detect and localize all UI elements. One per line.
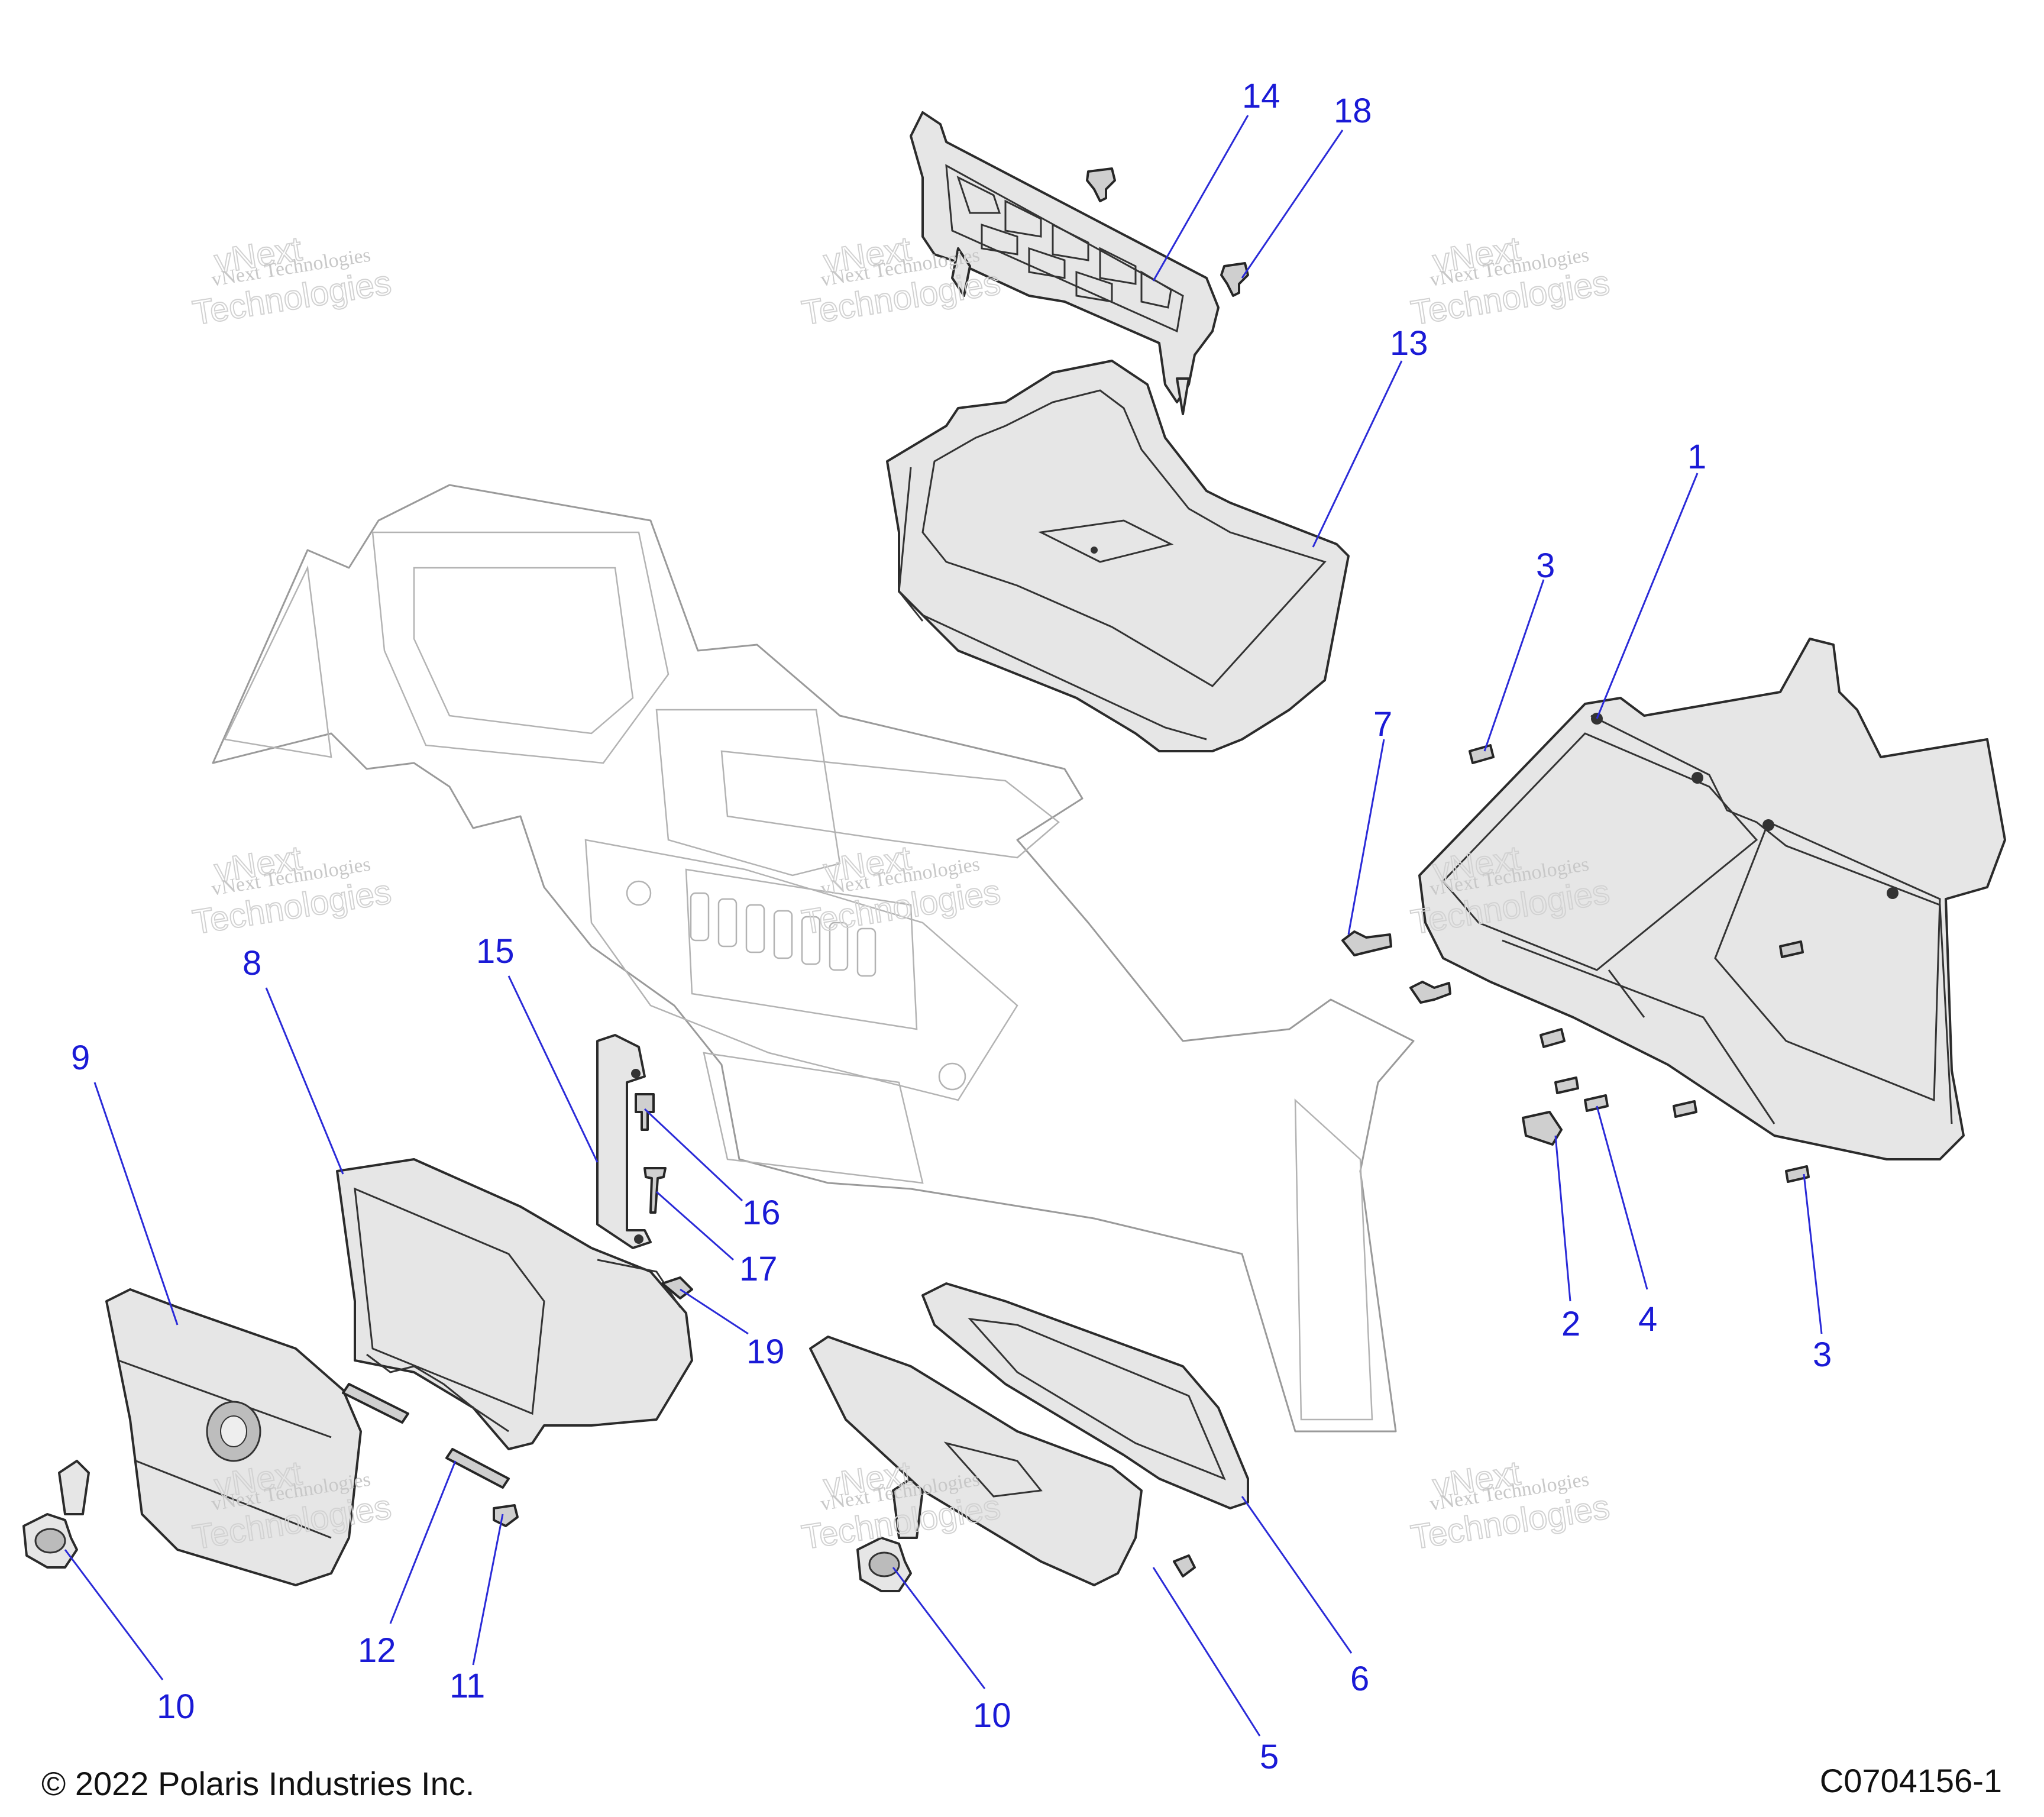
part-18-rivets xyxy=(1086,167,1249,297)
leader-15 xyxy=(507,975,599,1163)
part-10-latch-left xyxy=(22,1460,90,1569)
fasteners-right xyxy=(1341,744,1810,1183)
callout-19: 19 xyxy=(746,1333,785,1371)
callout-5: 5 xyxy=(1260,1738,1279,1776)
diagram-code: C0704156-1 xyxy=(1820,1762,2002,1799)
leader-5 xyxy=(1152,1567,1261,1737)
callout-14: 14 xyxy=(1242,77,1280,115)
callout-12: 12 xyxy=(358,1631,396,1670)
leader-14 xyxy=(1152,115,1249,282)
leader-19 xyxy=(680,1288,749,1335)
leader-16 xyxy=(643,1108,743,1202)
part-9-outer-door xyxy=(105,1288,362,1586)
dashboard-slots xyxy=(690,892,877,977)
watermark-6: vNext vNext Technologies Technologies xyxy=(1408,838,1613,942)
part-11-clip xyxy=(493,1504,519,1527)
part-15-bracket xyxy=(596,1034,652,1249)
leader-10a xyxy=(64,1549,164,1680)
watermark-1: vNext vNext Technologies Technologies xyxy=(189,229,394,333)
callout-labels: 14 18 13 1 3 7 2 4 3 8 9 15 16 17 19 12 … xyxy=(71,77,1832,1776)
callout-3-top: 3 xyxy=(1536,547,1555,585)
part-1-glovebox-housing xyxy=(1418,638,2006,1160)
callout-15: 15 xyxy=(476,932,515,971)
callout-10-center: 10 xyxy=(973,1696,1011,1735)
watermark-9: vNext vNext Technologies Technologies xyxy=(1408,1453,1613,1557)
net-mesh xyxy=(956,176,1172,309)
leader-11 xyxy=(472,1514,504,1666)
leader-8 xyxy=(265,987,344,1175)
leader-3a xyxy=(1483,579,1545,752)
leader-lines xyxy=(64,115,1823,1737)
callout-2: 2 xyxy=(1561,1305,1580,1343)
callout-9: 9 xyxy=(71,1039,90,1077)
part-16-screw xyxy=(635,1093,655,1131)
callout-1: 1 xyxy=(1687,438,1706,476)
leader-18 xyxy=(1241,130,1344,279)
callout-8: 8 xyxy=(242,944,261,982)
callout-16: 16 xyxy=(742,1194,781,1232)
dashboard-ghost xyxy=(212,484,1415,1433)
part-10-latch-center xyxy=(856,1477,924,1592)
leader-6 xyxy=(1241,1496,1353,1654)
leader-7 xyxy=(1347,739,1385,935)
callout-4: 4 xyxy=(1638,1300,1657,1338)
part-12-pin xyxy=(342,1383,510,1489)
callout-18: 18 xyxy=(1334,92,1372,130)
leader-17 xyxy=(656,1191,734,1261)
callout-17: 17 xyxy=(739,1250,778,1288)
part-14-net-panel xyxy=(910,111,1220,415)
callout-3-bottom: 3 xyxy=(1813,1336,1832,1374)
leader-4 xyxy=(1596,1105,1648,1290)
leader-13 xyxy=(1312,360,1403,548)
watermark-4: vNext vNext Technologies Technologies xyxy=(189,838,394,942)
callout-7: 7 xyxy=(1373,705,1392,743)
part-8-inner-door xyxy=(336,1158,693,1450)
leader-12 xyxy=(389,1460,457,1624)
leader-1 xyxy=(1596,473,1699,719)
callout-13: 13 xyxy=(1390,324,1428,363)
callout-10-left: 10 xyxy=(157,1687,195,1726)
callout-11: 11 xyxy=(449,1667,485,1705)
callout-6: 6 xyxy=(1350,1660,1369,1698)
part-13-storage-bin xyxy=(886,360,1350,752)
leader-10b xyxy=(892,1567,986,1689)
copyright-text: © 2022 Polaris Industries Inc. xyxy=(41,1765,474,1802)
part-5-door-panel xyxy=(809,1336,1196,1586)
leader-2 xyxy=(1554,1135,1571,1302)
leader-3b xyxy=(1803,1173,1823,1334)
leader-9 xyxy=(93,1082,179,1325)
part-17-screw xyxy=(643,1167,667,1214)
watermark-3: vNext vNext Technologies Technologies xyxy=(1408,229,1613,333)
part-6-trim-frame xyxy=(921,1282,1249,1509)
